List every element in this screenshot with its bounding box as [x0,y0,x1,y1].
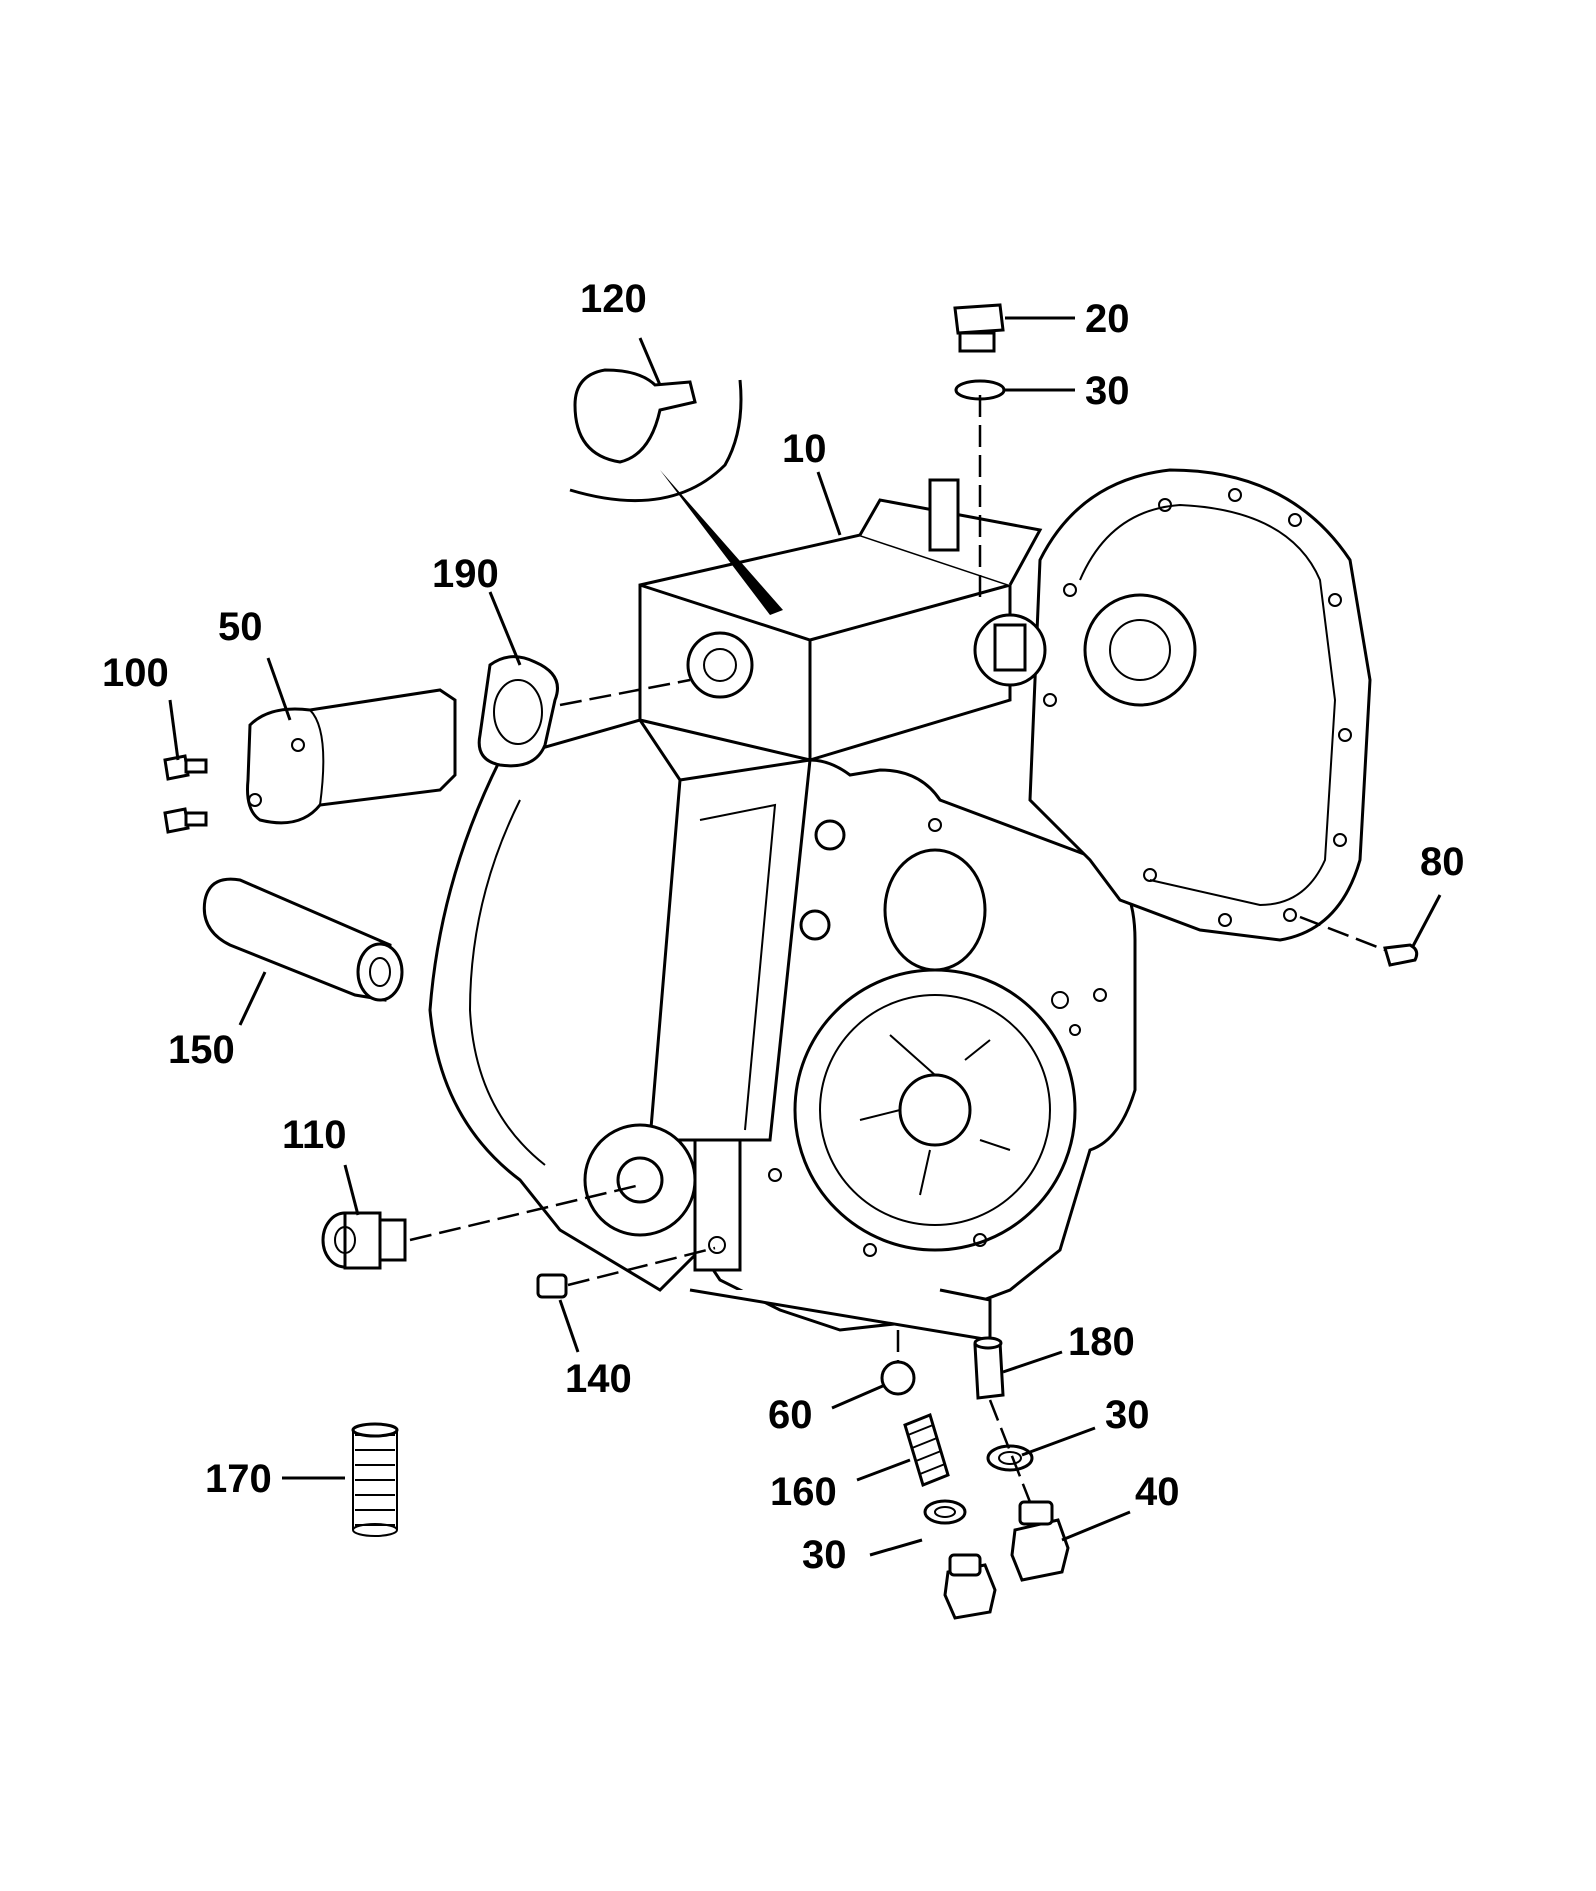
callout-140: 140 [565,1357,632,1401]
callout-labels: 120 20 30 10 190 50 100 80 150 110 140 1… [102,277,1465,1577]
cover-50 [246,688,457,825]
plug-140 [536,1273,568,1299]
leader-cover-axis [559,678,691,707]
callout-110: 110 [282,1113,347,1157]
callout-30-left: 30 [802,1533,847,1577]
callout-160: 160 [770,1470,837,1514]
callout-30-right: 30 [1105,1393,1150,1437]
callout-190: 190 [432,552,499,596]
callout-10: 10 [782,427,827,471]
leader-dowel-axis [1299,915,1386,952]
leader-plug40-axis [988,1399,1032,1503]
leader-plug140-axis [567,1246,716,1287]
callout-30-top: 30 [1085,369,1130,413]
sleeve-180 [973,1336,1005,1400]
sleeve-150 [202,877,404,1002]
gasket-190 [477,655,559,768]
callout-40: 40 [1135,1470,1180,1514]
callout-180: 180 [1068,1320,1135,1364]
ball-60 [880,1360,916,1396]
spring-160 [903,1412,950,1488]
washer-30-left [923,1499,967,1525]
plug-lower-left [943,1553,997,1620]
callout-60: 60 [768,1393,813,1437]
dowel-80 [1383,943,1419,967]
spring-170 [351,1422,399,1537]
washer-30-right [986,1444,1034,1472]
plug-20 [953,303,1005,353]
callout-50: 50 [218,605,263,649]
housing-10 [428,468,1372,1342]
callout-20: 20 [1085,297,1130,341]
fitting-110 [321,1211,407,1270]
callout-170: 170 [205,1457,272,1501]
callout-100: 100 [102,651,169,695]
plug-40 [1010,1500,1070,1582]
detail-120 [569,368,783,615]
callout-80: 80 [1420,840,1465,884]
callout-150: 150 [168,1028,235,1072]
leader-fitting-axis [409,1183,641,1242]
leader-lines [168,316,1442,1557]
callout-120: 120 [580,277,647,321]
screw-100 [163,754,208,834]
